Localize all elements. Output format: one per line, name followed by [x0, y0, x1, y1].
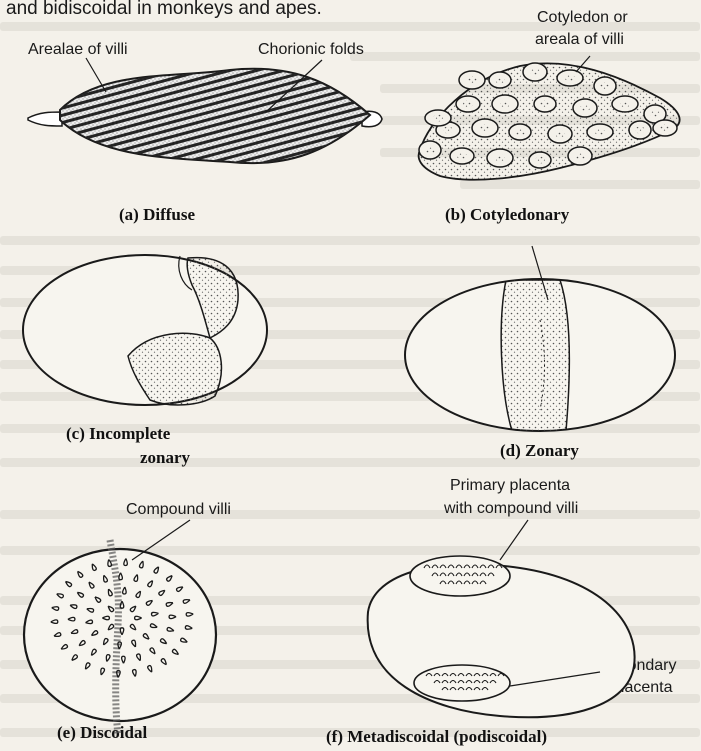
figure-e-discoidal — [24, 520, 216, 735]
figure-f-metadiscoidal — [368, 520, 635, 717]
figure-b-cotyledonary — [419, 56, 680, 180]
figure-c-incomplete-zonary — [23, 255, 267, 405]
figure-d-zonary — [405, 246, 675, 431]
figure-a-diffuse — [28, 58, 382, 170]
